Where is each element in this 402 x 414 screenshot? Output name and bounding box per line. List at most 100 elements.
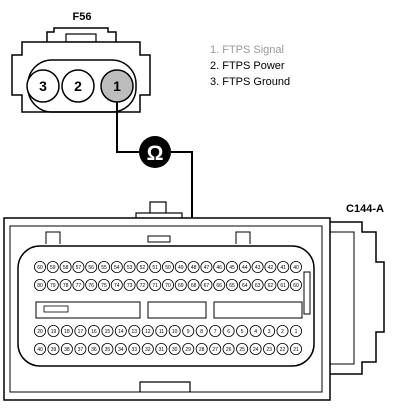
c144a-cavity-number: 58 xyxy=(63,265,69,271)
c144a-cavity xyxy=(114,324,127,337)
c144a-cavity xyxy=(34,260,47,273)
c144a-cavity-number: 22 xyxy=(280,347,286,353)
c144a-cavity-number: 79 xyxy=(50,283,56,289)
c144a-cavity xyxy=(289,278,302,291)
c144a-cavity xyxy=(101,342,114,355)
c144a-cavity-number: 9 xyxy=(187,329,190,335)
c144a-cavity xyxy=(187,278,200,291)
c144a-cavity xyxy=(74,342,87,355)
c144a-cavity xyxy=(263,324,276,337)
c144a-cavity-number: 47 xyxy=(204,265,210,271)
c144a-cavity-number: 28 xyxy=(199,347,205,353)
c144a-cavity-number: 21 xyxy=(293,347,299,353)
c144a-cavity xyxy=(213,260,226,273)
c144a-cavity xyxy=(136,260,149,273)
c144a-cavity xyxy=(195,342,208,355)
c144a-cavity xyxy=(98,260,111,273)
blade-slot-right xyxy=(213,301,303,319)
c144a-cavity xyxy=(168,324,181,337)
c144a-cavity xyxy=(47,342,60,355)
c144a-cavity-number: 39 xyxy=(51,347,57,353)
c144a-cavity xyxy=(155,342,168,355)
c144a-cavity-number: 35 xyxy=(105,347,111,353)
c144a-cavity-number: 13 xyxy=(132,329,138,335)
c144a-cavity-number: 10 xyxy=(172,329,178,335)
c144a-cavity xyxy=(60,324,73,337)
c144a-cavity xyxy=(209,342,222,355)
c144a-cavity-number: 60 xyxy=(37,265,43,271)
c144a-cavity-number: 53 xyxy=(127,265,133,271)
c144a-cavity xyxy=(174,278,187,291)
c144a-cavity xyxy=(238,278,251,291)
c144a-cavity xyxy=(149,278,162,291)
c144a-cavity-number: 65 xyxy=(229,283,235,289)
c144a-cavity xyxy=(277,278,290,291)
c144a-cavity-number: 78 xyxy=(63,283,69,289)
c144a-cavity-number: 40 xyxy=(293,265,299,271)
c144a-housing-inner xyxy=(9,225,323,393)
c144a-key xyxy=(147,235,171,243)
lead-to-f56 xyxy=(116,102,139,153)
c144a-cavity xyxy=(225,278,238,291)
c144a-cavity xyxy=(114,342,127,355)
c144a-cavity-number: 32 xyxy=(145,347,151,353)
c144a-notch-left xyxy=(45,231,61,244)
c144a-cavity xyxy=(289,342,302,355)
c144a-cavity-number: 20 xyxy=(37,329,43,335)
c144a-cavity-number: 77 xyxy=(76,283,82,289)
c144a-cavity-number: 7 xyxy=(214,329,217,335)
legend-item-1: 1. FTPS Signal xyxy=(210,44,284,56)
c144a-cavity xyxy=(101,324,114,337)
c144a-cavity-number: 49 xyxy=(178,265,184,271)
c144a-cavity xyxy=(276,342,289,355)
c144a-cavity-number: 72 xyxy=(140,283,146,289)
c144a-cavity-number: 71 xyxy=(152,283,158,289)
c144a-cavity xyxy=(161,278,174,291)
c144a-cavity xyxy=(149,260,162,273)
c144a-cavity xyxy=(59,260,72,273)
c144a-cavity xyxy=(222,342,235,355)
c144a-cavity-number: 41 xyxy=(280,265,286,271)
c144a-cavity-number: 17 xyxy=(78,329,84,335)
c144a-cavity-number: 52 xyxy=(140,265,146,271)
c144a-cavity xyxy=(34,278,47,291)
c144a-cavity-number: 54 xyxy=(114,265,120,271)
c144a-cavity-number: 19 xyxy=(51,329,57,335)
c144a-cavity-number: 73 xyxy=(127,283,133,289)
c144a-cavity-number: 80 xyxy=(37,283,43,289)
c144a-cavity-number: 5 xyxy=(241,329,244,335)
c144a-cavity-number: 24 xyxy=(253,347,259,353)
legend-item-3: 3. FTPS Ground xyxy=(210,76,290,88)
c144a-cavity-number: 48 xyxy=(191,265,197,271)
c144a-label: C144-A xyxy=(346,203,384,215)
c144a-cavity xyxy=(263,342,276,355)
c144a-cavity xyxy=(47,324,60,337)
c144a-cavity-number: 45 xyxy=(229,265,235,271)
svg-text:2: 2 xyxy=(74,78,82,94)
c144a-cavity-number: 18 xyxy=(64,329,70,335)
c144a-cavity-number: 29 xyxy=(185,347,191,353)
c144a-cavity-number: 11 xyxy=(159,329,164,335)
c144a-cavity-number: 16 xyxy=(91,329,97,335)
c144a-cavity-number: 67 xyxy=(204,283,210,289)
c144a-cavity-number: 51 xyxy=(152,265,158,271)
c144a-cavity xyxy=(195,324,208,337)
c144a-cavity-number: 57 xyxy=(76,265,82,271)
c144a-cavity-number: 62 xyxy=(268,283,274,289)
f56-pin-2: 2 xyxy=(61,69,95,103)
c144a-cavity xyxy=(289,324,302,337)
c144a-cavity-number: 76 xyxy=(88,283,94,289)
c144a-cavity xyxy=(251,278,264,291)
c144a-cavity xyxy=(264,260,277,273)
ohm-symbol: Ω xyxy=(147,142,164,165)
c144a-cavity xyxy=(34,342,47,355)
ohmmeter-icon: Ω xyxy=(139,136,171,168)
c144a-cavity xyxy=(222,324,235,337)
c144a-cavity-number: 50 xyxy=(165,265,171,271)
c144a-cavity-number: 38 xyxy=(64,347,70,353)
c144a-cavity xyxy=(128,324,141,337)
c144a-side-bracket-inner xyxy=(330,231,355,365)
